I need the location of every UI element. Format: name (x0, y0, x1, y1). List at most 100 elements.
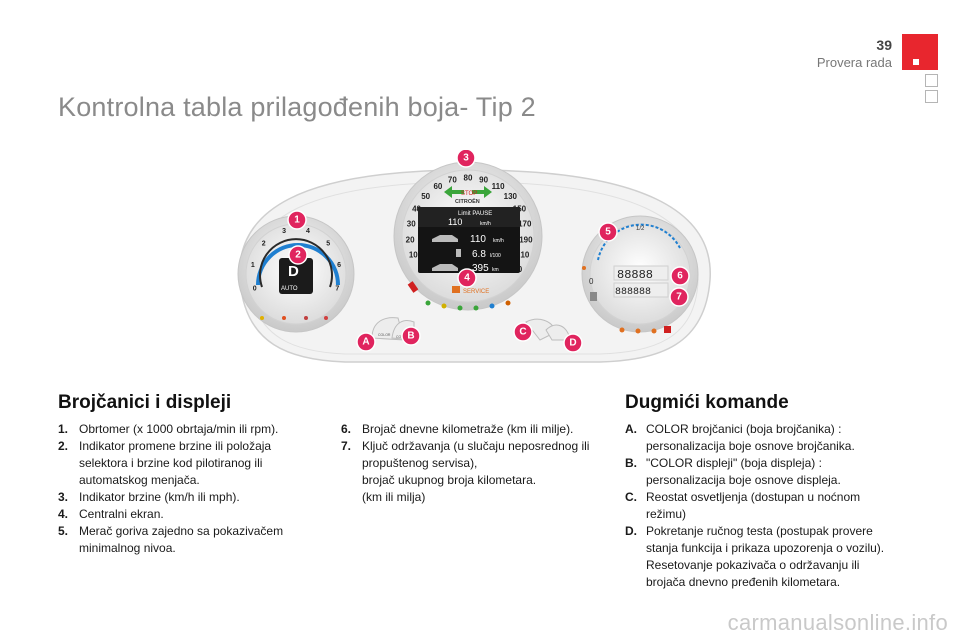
chapter-tab-marker (913, 59, 919, 65)
rpm-tick-label: 6 (337, 262, 341, 269)
list-item-number: 5. (58, 524, 69, 538)
callout-label: B (407, 331, 414, 342)
gauges-list-col2: 6. Brojač dnevne kilometraže (km ili milj… (341, 421, 603, 506)
callout-label: 6 (677, 271, 683, 282)
callout-label: 1 (294, 215, 300, 226)
callout-marker (401, 326, 421, 346)
list-item-text: Obrtomer (x 1000 obrtaja/min ili rpm). (79, 422, 279, 436)
chapter-tab-3[interactable] (925, 90, 938, 103)
list-item-text: "COLOR displeji" (boja displeja) : perso… (646, 456, 841, 487)
gear-mode: AUTO (281, 286, 298, 292)
list-item-text: Merač goriva zajedno sa pokazivačem mini… (79, 524, 284, 555)
list-item: 7. Ključ održavanja (u slučaju neposredno… (341, 438, 603, 506)
speed-tick-label: 210 (516, 251, 530, 260)
control-buttons: COLOR COLOR (371, 317, 571, 341)
total-odometer: 888888 (615, 287, 651, 298)
speed-tick-label: 80 (464, 174, 473, 183)
speed-limit-label: Limit PAUSE (458, 211, 492, 217)
list-item-number: 1. (58, 422, 69, 436)
list-item: 5. Merač goriva zajedno sa pokazivačem mi… (58, 523, 308, 557)
list-item: A. COLOR brojčanici (boja brojčanika) : p… (625, 421, 887, 455)
chapter-tab-2[interactable] (925, 74, 938, 87)
callout-label: 3 (463, 153, 469, 164)
rpm-tick-label: 1 (251, 262, 255, 269)
list-item: D. Pokretanje ručnog testa (postupak prov… (625, 523, 887, 591)
list-item: 6. Brojač dnevne kilometraže (km ili milj… (341, 421, 603, 438)
consumption-unit: l/100 (490, 253, 501, 259)
range-unit: km (492, 267, 499, 273)
callout-label: 2 (295, 250, 301, 261)
callout-label: C (519, 327, 526, 338)
speed-value: 110 (470, 234, 486, 245)
speed-tick-label: 20 (406, 235, 415, 244)
list-item-number: C. (625, 490, 637, 504)
callout-marker (457, 268, 477, 288)
list-item-text: COLOR brojčanici (boja brojčanika) : per… (646, 422, 855, 453)
list-item: B. "COLOR displeji" (boja displeja) : per… (625, 455, 887, 489)
fuel-tick-half: 1/2 (636, 226, 645, 232)
list-item-text: Ključ održavanja (u slučaju neposrednog … (362, 439, 590, 504)
service-label: SERVICE (463, 289, 489, 295)
rpm-tick-label: 0 (253, 286, 257, 293)
callout-marker (287, 210, 307, 230)
callout-label: D (569, 338, 576, 349)
speed-tick-label: 60 (433, 182, 442, 191)
list-item-number: 4. (58, 507, 69, 521)
speed-tick-label: 50 (421, 192, 430, 201)
speed-tick-label: 170 (518, 220, 532, 229)
rpm-tick-label: 2 (262, 241, 266, 248)
watermark: carmanualsonline.info (727, 610, 948, 635)
speed-tick-label: 190 (519, 235, 533, 244)
rpm-tick-label: 5 (326, 241, 330, 248)
list-item: C.Reostat osvetljenja (dostupan u noćnom… (625, 489, 887, 523)
callout-label: 4 (464, 273, 470, 284)
list-item-number: B. (625, 456, 637, 470)
callout-marker (598, 222, 618, 242)
callout-marker (288, 245, 308, 265)
rpm-tick-label: 7 (335, 286, 339, 293)
list-item-number: A. (625, 422, 637, 436)
range-value: 395 (472, 263, 489, 274)
page-number: 39 (876, 37, 892, 53)
list-item-text: Indikator promene brzine ili položaja se… (79, 439, 272, 487)
callout-label: 7 (676, 292, 682, 303)
section-name: Provera rada (816, 55, 892, 70)
speed-limit-value: 110 (448, 217, 462, 227)
speed-tick-label: 10 (409, 251, 418, 260)
speed-tick-label: 70 (448, 176, 457, 185)
section-title-controls: Dugmići komande (625, 392, 789, 413)
callout-marker (456, 150, 476, 168)
speedometer-dial: 0102030405060708090110130150170190210230… (393, 161, 543, 311)
gear-indicator: D (288, 263, 299, 280)
controls-list: A. COLOR brojčanici (boja brojčanika) : p… (625, 421, 887, 591)
callout-marker (669, 287, 689, 307)
callout-marker (513, 322, 533, 342)
callout-marker (563, 333, 583, 353)
chapter-tab-active[interactable] (902, 34, 938, 70)
fuel-tick-empty: 0 (589, 277, 594, 286)
button-a-color-label: COLOR (378, 333, 391, 337)
section-title-gauges: Brojčanici i displeji (58, 392, 232, 413)
speed-tick-label: 40 (412, 205, 421, 214)
speed-unit: km/h (493, 238, 504, 244)
callout-marker (356, 332, 376, 352)
speed-tick-label: 130 (504, 192, 518, 201)
rpm-tick-label: 4 (306, 228, 310, 235)
list-item-text: Indikator brzine (km/h ili mph). (79, 490, 240, 504)
gauges-list-col1: 1. Obrtomer (x 1000 obrtaja/min ili rpm).… (58, 421, 308, 557)
list-item-number: D. (625, 524, 637, 538)
list-item: 2. Indikator promene brzine ili položaja … (58, 438, 308, 489)
list-item-number: 7. (341, 439, 352, 453)
speed-tick-label: 90 (479, 176, 488, 185)
brand-label: CITROËN (455, 198, 480, 205)
fuel-odometer-dial: 0 1/2 88888 888888 (581, 215, 699, 334)
speed-limit-unit: km/h (480, 221, 491, 227)
callout-marker (670, 266, 690, 286)
list-item-number: 6. (341, 422, 352, 436)
list-item-text: Brojač dnevne kilometraže (km ili milje)… (362, 422, 574, 436)
callout-label: A (362, 337, 369, 348)
list-item-text: Pokretanje ručnog testa (postupak prover… (646, 524, 885, 589)
list-item-number: 2. (58, 439, 69, 453)
